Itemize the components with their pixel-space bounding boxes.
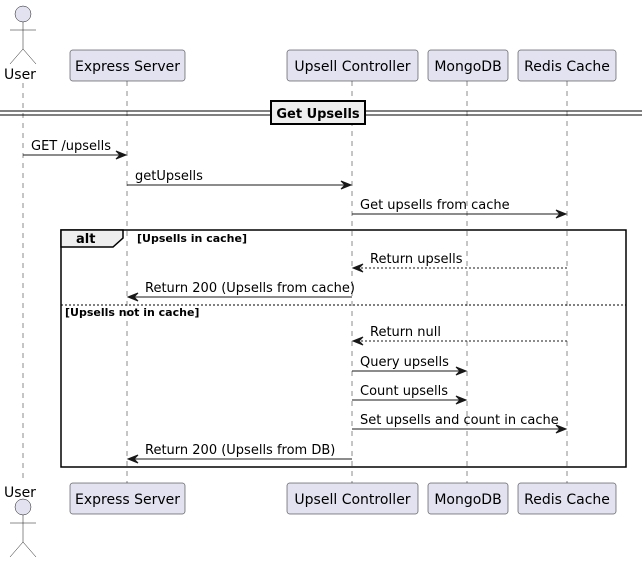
message-8-label: Count upsells xyxy=(360,384,448,399)
message-1-arrowhead xyxy=(115,150,128,160)
actor-leg-right-top xyxy=(22,48,37,65)
actor-leg-right-bottom xyxy=(22,541,37,558)
divider-box xyxy=(270,100,366,125)
participant-controller-box-bottom xyxy=(286,482,419,515)
message-8-arrowhead xyxy=(455,395,468,405)
message-9-arrowhead xyxy=(555,424,568,434)
divider-label: Get Upsells xyxy=(276,107,360,122)
actor-head-bottom xyxy=(14,498,32,516)
participant-express-label-bottom: Express Server xyxy=(75,492,180,508)
participant-redis-box-bottom xyxy=(517,482,617,515)
participant-user-label-top: User xyxy=(4,67,36,83)
message-3-arrowhead xyxy=(555,209,568,219)
message-3-label: Get upsells from cache xyxy=(360,198,510,213)
message-7-label: Query upsells xyxy=(360,355,449,370)
actor-head-top xyxy=(14,5,32,23)
participant-express-label-top: Express Server xyxy=(75,59,180,75)
message-5-label: Return 200 (Upsells from cache) xyxy=(145,281,355,296)
message-4-arrowhead xyxy=(351,263,364,273)
actor-leg-left-top xyxy=(9,48,24,65)
participant-controller-label-top: Upsell Controller xyxy=(294,59,410,75)
participant-express-box-bottom xyxy=(69,482,186,515)
message-5-arrowhead xyxy=(126,292,139,302)
participant-mongo-label-bottom: MongoDB xyxy=(434,492,501,508)
alt-frame xyxy=(60,229,627,468)
message-6-label: Return null xyxy=(370,325,441,340)
message-2-arrowhead xyxy=(340,180,353,190)
participant-controller-label-bottom: Upsell Controller xyxy=(294,492,410,508)
participant-redis-label-bottom: Redis Cache xyxy=(524,492,610,508)
participant-redis-label-top: Redis Cache xyxy=(524,59,610,75)
message-10-label: Return 200 (Upsells from DB) xyxy=(145,443,335,458)
message-10-arrowhead xyxy=(126,454,139,464)
alt-operator-label: alt xyxy=(76,232,95,247)
participant-redis-box-top xyxy=(517,49,617,82)
message-2-label: getUpsells xyxy=(135,169,203,184)
message-4-label: Return upsells xyxy=(370,252,463,267)
alt-operator-tab xyxy=(60,229,124,248)
alt-guard-1: [Upsells in cache] xyxy=(137,232,247,245)
participant-mongo-label-top: MongoDB xyxy=(434,59,501,75)
participant-controller-box-top xyxy=(286,49,419,82)
participant-user-label-bottom: User xyxy=(4,485,36,501)
actor-leg-left-bottom xyxy=(9,541,24,558)
message-7-arrowhead xyxy=(455,366,468,376)
message-9-label: Set upsells and count in cache xyxy=(360,413,559,428)
participant-mongo-box-top xyxy=(427,49,509,82)
participant-mongo-box-bottom xyxy=(427,482,509,515)
alt-guard-2: [Upsells not in cache] xyxy=(65,306,199,319)
participant-express-box-top xyxy=(69,49,186,82)
message-6-arrowhead xyxy=(351,336,364,346)
message-1-label: GET /upsells xyxy=(31,139,111,154)
